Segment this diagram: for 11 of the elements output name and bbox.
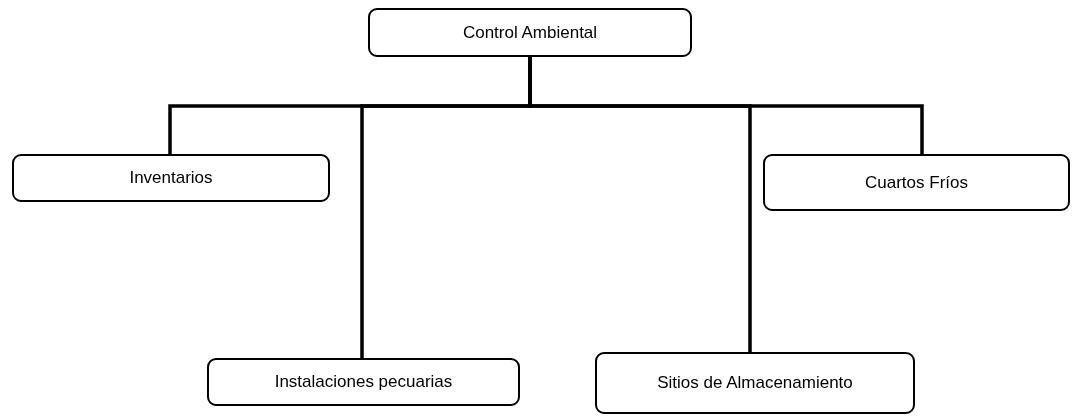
box-label: Sitios de Almacenamiento [657,373,853,393]
box-label: Cuartos Fríos [865,172,968,193]
box-label: Inventarios [129,168,213,188]
box-label: Control Ambiental [462,22,598,43]
process-box [12,154,330,202]
box-label: Instalaciones pecuarias [274,372,453,392]
process-box [595,352,915,414]
process-box [207,358,520,406]
connector-line [528,57,924,154]
process-box [763,154,1070,211]
process-box [368,8,692,57]
